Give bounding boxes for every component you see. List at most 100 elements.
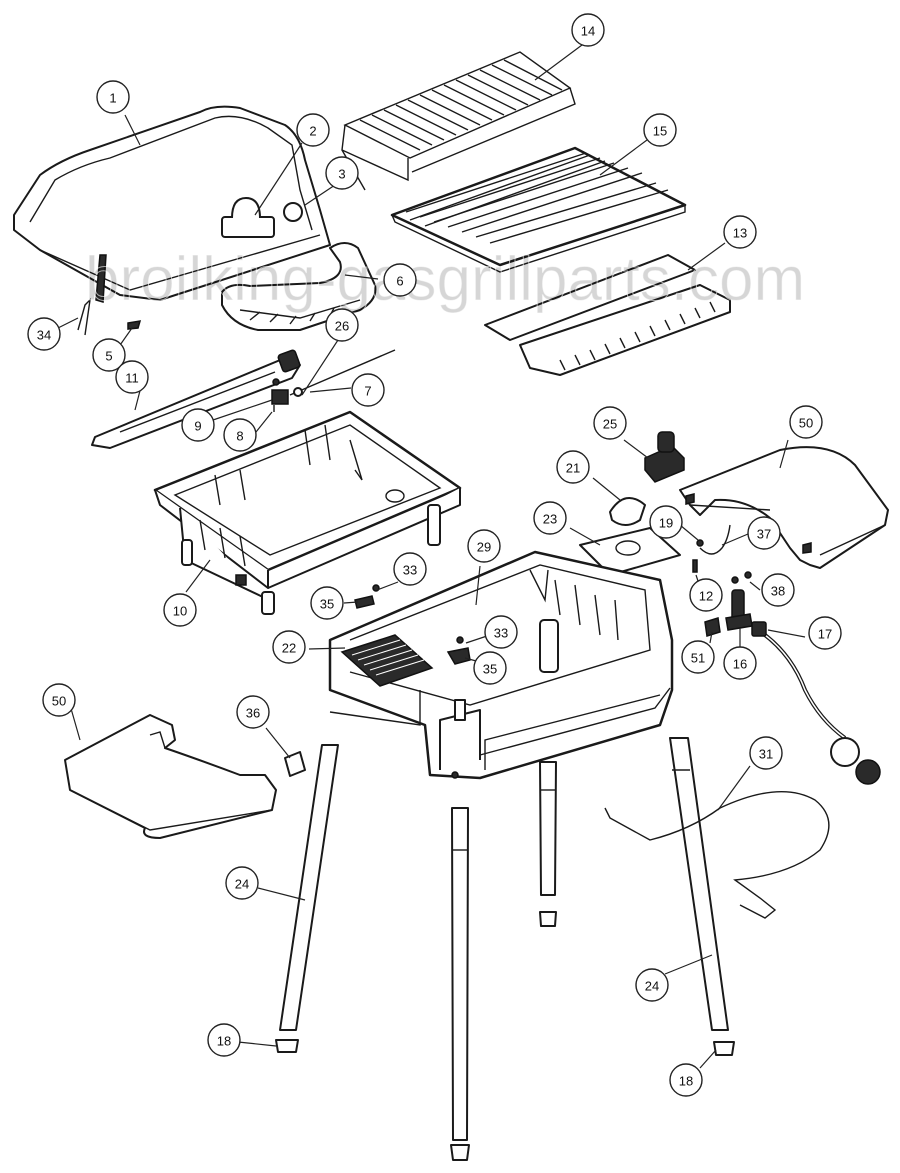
callout-circle — [649, 505, 683, 539]
knob-part-21 — [609, 497, 646, 526]
callout-number: 50 — [799, 416, 813, 431]
callout-24: 24 — [225, 866, 259, 900]
callout-circle — [96, 80, 130, 114]
callout-13: 13 — [723, 215, 757, 249]
callout-number: 37 — [757, 527, 771, 542]
leg-front-center — [450, 807, 470, 1161]
callout-circle — [325, 156, 359, 190]
callout-17: 17 — [808, 616, 842, 650]
callout-circle — [310, 586, 344, 620]
callout-22: 22 — [272, 630, 306, 664]
igniter-part-25 — [644, 431, 685, 483]
valve-hardware-parts-12-19-37-38 — [692, 524, 752, 584]
callout-24: 24 — [635, 968, 669, 1002]
callout-circle — [556, 450, 590, 484]
callout-6: 6 — [383, 263, 417, 297]
callout-circle — [207, 1023, 241, 1057]
vent-part-22 — [340, 634, 434, 687]
callout-number: 15 — [653, 124, 667, 139]
part-34-bracket — [77, 298, 91, 336]
warming-rack-part-14 — [341, 51, 576, 191]
callout-number: 26 — [335, 319, 349, 334]
callout-11: 11 — [115, 360, 149, 394]
watermark-text: broilking-gasgrillparts.com — [85, 245, 805, 314]
callout-37: 37 — [747, 516, 781, 550]
callout-number: 35 — [483, 662, 497, 677]
callout-9: 9 — [181, 408, 215, 442]
callout-circle — [181, 408, 215, 442]
callout-50: 50 — [42, 683, 76, 717]
callout-19: 19 — [649, 505, 683, 539]
callout-18: 18 — [669, 1063, 703, 1097]
callout-16: 16 — [723, 646, 757, 680]
control-plate-part-23 — [579, 527, 681, 576]
valve-part-16 — [725, 589, 753, 631]
callout-number: 25 — [603, 417, 617, 432]
firebox-part-10 — [153, 410, 462, 615]
callout-circle — [669, 1063, 703, 1097]
callout-51: 51 — [681, 640, 715, 674]
callout-number: 33 — [494, 626, 508, 641]
callout-number: 2 — [309, 124, 316, 139]
callout-circle — [723, 646, 757, 680]
callout-number: 38 — [771, 584, 785, 599]
callout-circle — [325, 308, 359, 342]
callout-number: 7 — [364, 384, 371, 399]
callout-33: 33 — [393, 552, 427, 586]
callout-circle — [92, 338, 126, 372]
callout-number: 8 — [236, 429, 243, 444]
callout-number: 51 — [691, 651, 705, 666]
fastener-parts-33-35 — [354, 584, 471, 665]
callout-circle — [223, 418, 257, 452]
callout-circle — [635, 968, 669, 1002]
callout-circle — [296, 113, 330, 147]
callout-circle — [467, 529, 501, 563]
leg-rear — [539, 761, 557, 927]
callout-circle — [571, 13, 605, 47]
callout-number: 1 — [109, 91, 116, 106]
callout-circle — [163, 593, 197, 627]
igniter-wire-part-31 — [604, 791, 830, 919]
callout-circle — [473, 651, 507, 685]
callout-35: 35 — [473, 651, 507, 685]
callout-15: 15 — [643, 113, 677, 147]
lid-part-1 — [13, 105, 331, 303]
cooking-grid-part-15 — [390, 146, 687, 273]
side-shelf-left-part-50 — [64, 714, 277, 839]
callout-number: 18 — [217, 1034, 231, 1049]
callout-number: 13 — [733, 226, 747, 241]
callout-7: 7 — [351, 373, 385, 407]
orifice-part-51 — [704, 617, 721, 637]
leader-lines — [57, 44, 806, 1069]
callout-circle — [593, 406, 627, 440]
callout-3: 3 — [325, 156, 359, 190]
callout-circle — [681, 640, 715, 674]
callout-number: 14 — [581, 24, 595, 39]
callout-50: 50 — [789, 405, 823, 439]
callout-number: 6 — [396, 274, 403, 289]
callout-number: 12 — [699, 589, 713, 604]
callout-number: 3 — [338, 167, 345, 182]
callout-26: 26 — [325, 308, 359, 342]
callout-number: 23 — [543, 512, 557, 527]
callout-18: 18 — [207, 1023, 241, 1057]
callout-12: 12 — [689, 578, 723, 612]
callout-14: 14 — [571, 13, 605, 47]
callout-circle — [383, 263, 417, 297]
callout-33: 33 — [484, 615, 518, 649]
callout-circle — [42, 683, 76, 717]
callout-circle — [789, 405, 823, 439]
callout-number: 5 — [105, 349, 112, 364]
callout-8: 8 — [223, 418, 257, 452]
callout-circle — [225, 866, 259, 900]
callout-circle — [808, 616, 842, 650]
callout-circle — [115, 360, 149, 394]
callout-circle — [27, 317, 61, 351]
callout-circle — [747, 516, 781, 550]
callout-circle — [272, 630, 306, 664]
burner-part-11 — [91, 349, 301, 449]
lid-badge — [221, 216, 275, 238]
callout-number: 19 — [659, 516, 673, 531]
callout-1: 1 — [96, 80, 130, 114]
